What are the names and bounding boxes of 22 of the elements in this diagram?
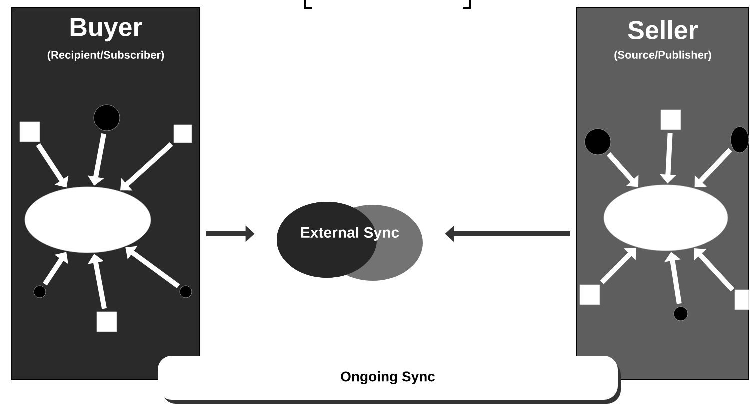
ellipse-shape	[24, 186, 152, 254]
arrow	[43, 252, 68, 286]
square-shape	[96, 312, 118, 332]
ellipse-shape	[604, 184, 728, 252]
square-shape	[20, 122, 40, 142]
square-shape	[660, 110, 682, 130]
sync-band: Ongoing Sync	[158, 356, 621, 404]
arrow	[694, 148, 732, 188]
circle-shape	[34, 286, 46, 298]
circle-shape	[94, 104, 120, 132]
square-shape	[580, 284, 600, 306]
arrow	[600, 248, 636, 284]
square-shape	[174, 124, 192, 144]
circle-shape	[584, 128, 612, 156]
arrow	[694, 248, 735, 292]
square-shape	[734, 290, 750, 310]
circle-shape	[674, 306, 688, 322]
arrow	[606, 152, 639, 188]
arrow	[120, 142, 174, 191]
circle-shape	[730, 126, 750, 154]
circle-shape	[180, 286, 192, 298]
node-label: Ongoing Sync	[341, 371, 436, 385]
